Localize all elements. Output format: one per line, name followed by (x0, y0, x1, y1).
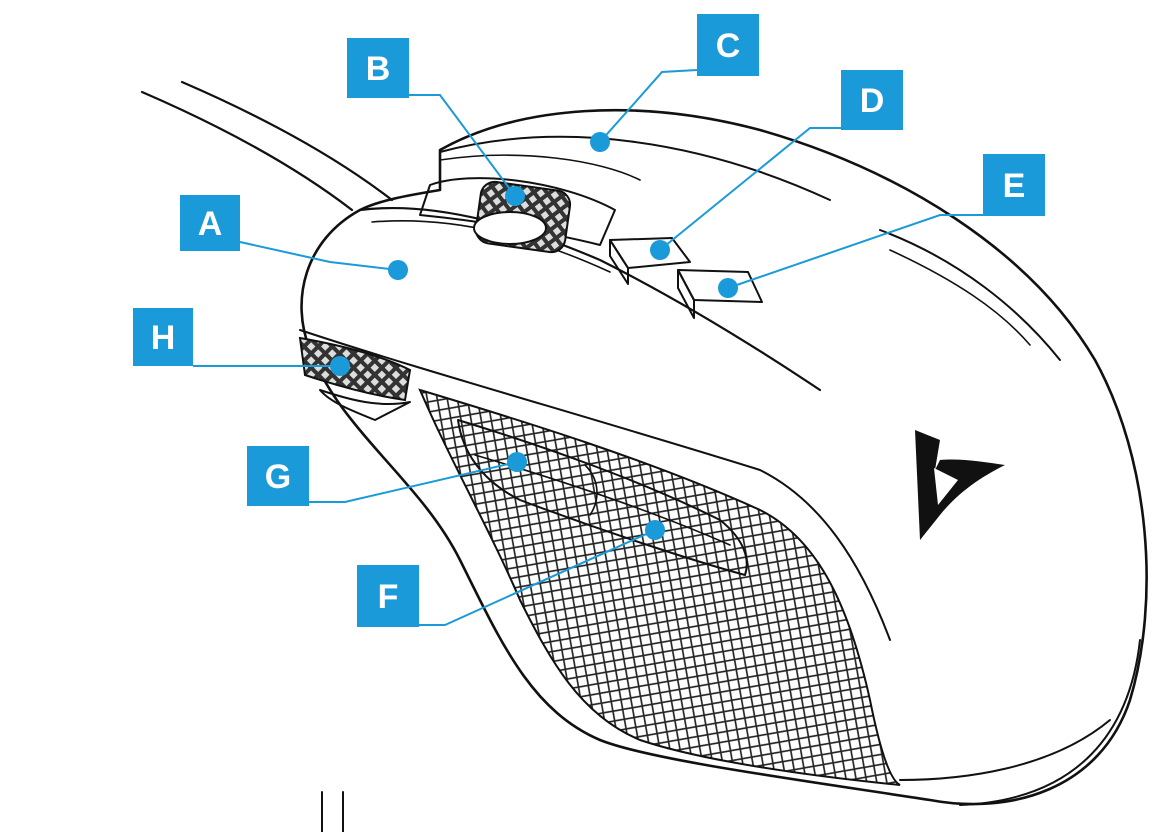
mouse-body (298, 108, 1148, 806)
leader-dot-d (650, 240, 670, 260)
callout-e: E (718, 154, 1045, 298)
leader-dot-e (718, 278, 738, 298)
cable (140, 80, 394, 833)
leader-line-b (409, 94, 516, 197)
leader-line-c (599, 69, 698, 143)
callout-label-c: C (716, 27, 741, 65)
callout-h: H (133, 308, 350, 376)
leader-dot-f (645, 520, 665, 540)
dpi-buttons (609, 237, 763, 319)
callouts: A B C D E F G H (133, 14, 1045, 627)
leader-line-f (419, 529, 656, 626)
callout-label-g: G (265, 458, 291, 496)
callout-b: B (347, 38, 525, 206)
callout-label-e: E (1003, 167, 1026, 205)
side-grip (418, 388, 901, 786)
callout-label-h: H (151, 319, 176, 357)
callout-box-a (180, 195, 240, 251)
callout-box-c (697, 14, 759, 76)
leader-dot-a (388, 260, 408, 280)
callout-label-d: D (860, 82, 885, 120)
callout-a: A (180, 195, 408, 280)
leader-line-d (659, 127, 841, 251)
leader-dot-g (507, 452, 527, 472)
stylized-s-logo-icon (915, 430, 1005, 540)
callout-label-b: B (366, 50, 391, 88)
leader-dot-c (590, 132, 610, 152)
scroll-wheel (419, 177, 616, 254)
callout-box-g (247, 446, 309, 506)
callout-d: D (650, 70, 903, 260)
leader-line-e (727, 214, 983, 289)
callout-box-e (983, 154, 1045, 216)
callout-g: G (247, 446, 527, 506)
callout-label-a: A (198, 205, 223, 243)
callout-f: F (357, 520, 665, 627)
leader-line-a (239, 241, 399, 271)
leader-line-g (309, 461, 518, 503)
callout-label-f: F (378, 578, 399, 616)
leader-dot-h (330, 356, 350, 376)
callout-box-b (347, 38, 409, 98)
callout-box-d (841, 70, 903, 130)
callout-box-f (357, 565, 419, 627)
callout-c: C (590, 14, 759, 152)
leader-dot-b (505, 186, 525, 206)
callout-box-h (133, 308, 193, 366)
